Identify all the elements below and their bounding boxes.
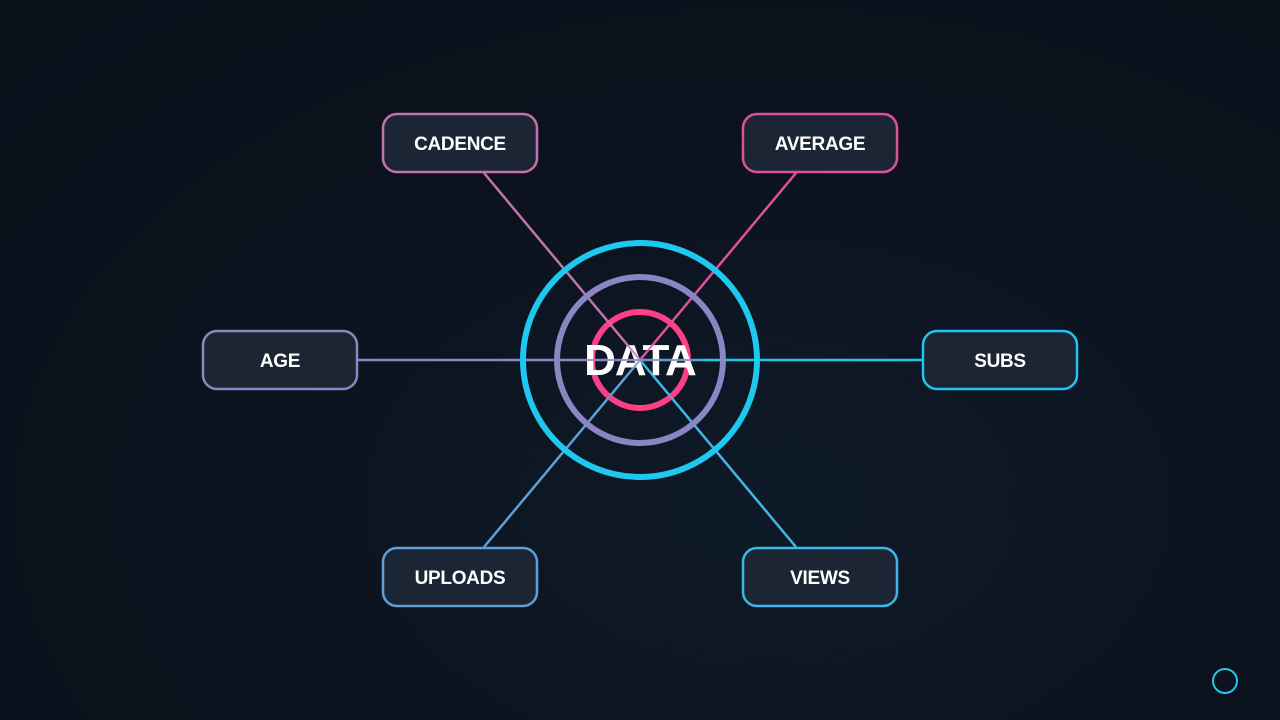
node-age: AGE bbox=[201, 329, 359, 391]
node-label-views: VIEWS bbox=[790, 568, 850, 589]
node-box bbox=[741, 546, 899, 608]
node-box bbox=[381, 546, 539, 608]
connector-overlay bbox=[580, 299, 700, 421]
node-views: VIEWS bbox=[741, 546, 899, 608]
node-label-age: AGE bbox=[260, 351, 300, 372]
node-box bbox=[921, 329, 1079, 391]
node-average: AVERAGE bbox=[741, 112, 899, 174]
node-box bbox=[201, 329, 359, 391]
overlay-line-uploads bbox=[589, 359, 641, 421]
overlay-line-average bbox=[639, 299, 691, 361]
node-label-subs: SUBS bbox=[974, 351, 1026, 372]
node-subs: SUBS bbox=[921, 329, 1079, 391]
node-box bbox=[381, 112, 539, 174]
circle-outline-icon[interactable] bbox=[1212, 668, 1238, 694]
node-label-cadence: CADENCE bbox=[414, 134, 506, 155]
overlay-line-views bbox=[639, 359, 691, 421]
middle-ring bbox=[554, 274, 726, 446]
outer-ring bbox=[520, 240, 760, 480]
node-box bbox=[741, 112, 899, 174]
overlay-line-cadence bbox=[589, 299, 641, 361]
node-cadence: CADENCE bbox=[381, 112, 539, 174]
node-label-uploads: UPLOADS bbox=[415, 568, 506, 589]
node-label-average: AVERAGE bbox=[775, 134, 865, 155]
node-uploads: UPLOADS bbox=[381, 546, 539, 608]
